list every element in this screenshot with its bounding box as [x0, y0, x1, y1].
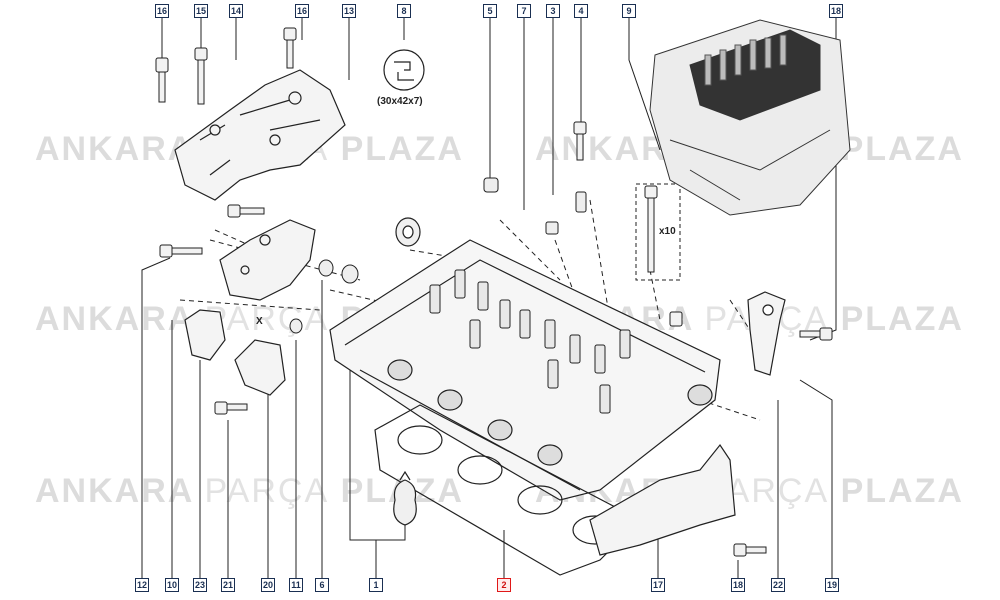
callout-8[interactable]: 8: [397, 4, 411, 18]
callout-21[interactable]: 21: [221, 578, 235, 592]
small-part: [289, 177, 587, 334]
callout-19[interactable]: 19: [825, 578, 839, 592]
callout-23[interactable]: 23: [193, 578, 207, 592]
callout-10[interactable]: 10: [165, 578, 179, 592]
seal-size-label: (30x42x7): [377, 96, 423, 107]
lower-bracket: [219, 219, 316, 301]
bolt-quantity-label: x10: [659, 226, 676, 237]
callout-16[interactable]: 16: [155, 4, 169, 18]
valve-springs: [429, 269, 631, 414]
lifting-eye: [747, 291, 786, 376]
callout-3[interactable]: 3: [546, 4, 560, 18]
small-bracket: [184, 309, 286, 396]
callout-14[interactable]: 14: [229, 4, 243, 18]
callout-4[interactable]: 4: [574, 4, 588, 18]
callout-2-highlighted[interactable]: 2: [497, 578, 511, 592]
oil-seal: [383, 49, 425, 247]
watermark: ANKARA PARÇA PLAZA: [35, 472, 462, 510]
callout-13[interactable]: 13: [342, 4, 356, 18]
callout-17[interactable]: 17: [651, 578, 665, 592]
cylinder-head: [329, 239, 721, 501]
callout-16b[interactable]: 16: [295, 4, 309, 18]
callout-15[interactable]: 15: [194, 4, 208, 18]
callout-18b[interactable]: 18: [731, 578, 745, 592]
exhaust-bracket: [589, 443, 736, 556]
callout-1[interactable]: 1: [369, 578, 383, 592]
bolt: [155, 27, 833, 557]
upper-bracket: [174, 69, 346, 201]
callout-9[interactable]: 9: [622, 4, 636, 18]
callout-7[interactable]: 7: [517, 4, 531, 18]
callout-22[interactable]: 22: [771, 578, 785, 592]
kit-bag-icon: [393, 470, 417, 526]
callout-20[interactable]: 20: [261, 578, 275, 592]
bolt-set-box: [635, 183, 681, 281]
callout-18[interactable]: 18: [829, 4, 843, 18]
callout-11[interactable]: 11: [289, 578, 303, 592]
engine-thumbnail: [649, 19, 851, 216]
callout-6[interactable]: 6: [315, 578, 329, 592]
head-gasket: [374, 404, 642, 576]
callout-5[interactable]: 5: [483, 4, 497, 18]
point-marker: X: [256, 316, 263, 327]
callout-12[interactable]: 12: [135, 578, 149, 592]
